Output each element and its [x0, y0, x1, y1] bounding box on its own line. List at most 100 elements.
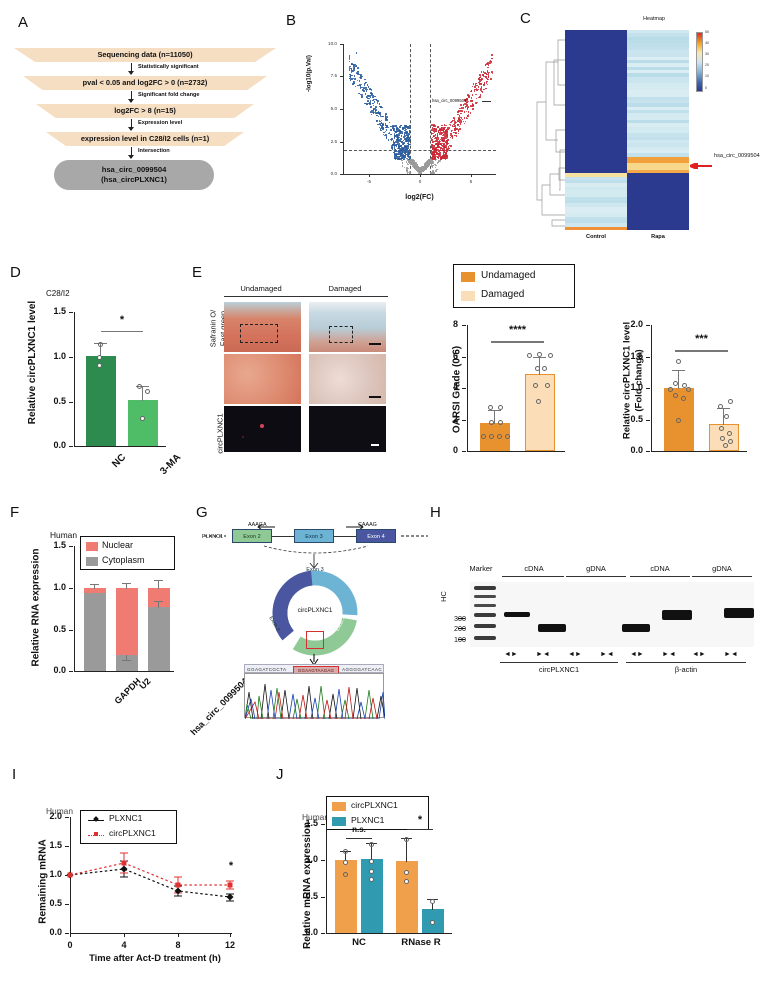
volcano-point: [372, 112, 375, 114]
volcano-point: [380, 106, 382, 108]
volcano-point: [462, 104, 465, 106]
volcano-point: [413, 164, 416, 167]
h-template-label-2: gDNA: [586, 564, 606, 573]
volcano-point: [457, 118, 460, 121]
volcano-point: [433, 131, 436, 133]
g-exon-2: Exon 2: [232, 529, 272, 543]
volcano-point: [406, 125, 408, 128]
volcano-point: [430, 131, 433, 134]
volcano-point: [383, 131, 385, 134]
volcano-point: [398, 134, 400, 136]
f-tick: 0.5: [53, 624, 66, 634]
volcano-point: [405, 157, 408, 160]
h-template-rule: [692, 576, 752, 577]
volcano-point: [433, 128, 435, 131]
volcano-point: [351, 74, 353, 77]
volcano-point: [408, 133, 410, 135]
volcano-point: [393, 150, 396, 153]
i-tick: 2.0: [49, 811, 62, 821]
j-sig-label-nc: n.s.: [352, 825, 366, 834]
volcano-point: [376, 120, 378, 123]
heatmap-cell: [565, 123, 627, 128]
volcano-point: [433, 147, 435, 149]
volcano-point: [404, 151, 407, 153]
volcano-point: [384, 116, 387, 118]
volcano-point: [458, 115, 461, 117]
panel-d-subtitle: C28/I2: [46, 289, 70, 298]
heatmap-cell: [565, 40, 627, 44]
heatmap-cell: [565, 73, 627, 78]
arrow-head: [128, 127, 134, 131]
volcano-point: [484, 64, 487, 66]
h-band-circ-cdna-div: [504, 612, 530, 617]
volcano-point: [375, 109, 377, 111]
j-point: [369, 877, 374, 882]
volcano-point: [381, 124, 384, 126]
volcano-point: [442, 153, 445, 155]
volcano-point: [431, 144, 433, 147]
heatmap-dendrogram: [532, 30, 565, 230]
h-primer-pair-2: ►◄: [536, 651, 550, 658]
volcano-point: [404, 153, 407, 155]
heatmap-cell: [627, 103, 689, 108]
j-errorbar: [406, 838, 408, 862]
funnel-flowchart: Sequencing data (n=11050) Statistically …: [14, 48, 276, 160]
volcano-point: [479, 83, 481, 85]
tick: [65, 933, 69, 935]
j-point: [430, 920, 435, 925]
volcano-point: [431, 162, 434, 164]
heatmap-cell: [565, 190, 627, 194]
volcano-point: [408, 137, 411, 140]
tick: [462, 325, 466, 327]
volcano-point: [398, 140, 401, 143]
tick: [230, 933, 231, 937]
volcano-point: [438, 151, 441, 154]
heatmap-cell: [627, 150, 689, 154]
volcano-point: [451, 125, 454, 127]
volcano-point: [459, 110, 461, 113]
e-oarsi-point: [497, 434, 502, 439]
volcano-point: [433, 152, 436, 155]
volcano-point: [408, 149, 411, 151]
panel-j-subtitle: Human: [302, 812, 329, 822]
volcano-point: [480, 71, 483, 73]
heatmap-cell: [565, 206, 627, 211]
heatmap-cell: [565, 50, 627, 54]
volcano-point: [401, 159, 404, 162]
volcano-annotation: hsa_circ_0099504: [432, 98, 467, 103]
j-legend: circPLXNC1 PLXNC1: [326, 796, 429, 830]
volcano-point: [447, 148, 449, 151]
volcano-point: [463, 102, 466, 105]
volcano-point: [463, 122, 466, 125]
volcano-point: [397, 143, 399, 146]
volcano-point: [424, 165, 426, 167]
volcano-point: [444, 131, 447, 133]
volcano-point: [475, 102, 477, 104]
e-histology-undamaged-low: [224, 302, 301, 352]
tick: [69, 671, 73, 673]
volcano-point: [478, 81, 480, 84]
f-tick: 0.0: [53, 665, 66, 675]
volcano-point: [449, 136, 452, 139]
volcano-point: [397, 128, 399, 130]
volcano-point: [480, 88, 482, 90]
funnel-step-label: expression level in C28/I2 cells (n=1): [80, 134, 210, 143]
colorbar-tick-label: 30: [705, 52, 709, 56]
volcano-point: [464, 106, 467, 108]
volcano-point: [474, 85, 476, 88]
f-errorbar: [126, 655, 128, 660]
e-scale-bar: [369, 343, 381, 345]
volcano-point: [396, 150, 399, 153]
volcano-point: [453, 134, 456, 137]
heatmap-cell: [565, 80, 627, 84]
funnel-arrow: Expression level: [14, 118, 276, 132]
volcano-point: [396, 140, 399, 142]
volcano-point: [431, 161, 433, 163]
g-circrna-label: circPLXNC1: [297, 607, 333, 614]
i-markers-circplxnc1: [67, 860, 233, 888]
panel-a: A Sequencing data (n=11050) Statisticall…: [8, 8, 280, 198]
heatmap-colorbar: [696, 32, 703, 92]
g-sequence-left: GGAGATCGCTA: [247, 667, 287, 672]
volcano-point: [409, 158, 412, 161]
volcano-point: [445, 152, 447, 154]
